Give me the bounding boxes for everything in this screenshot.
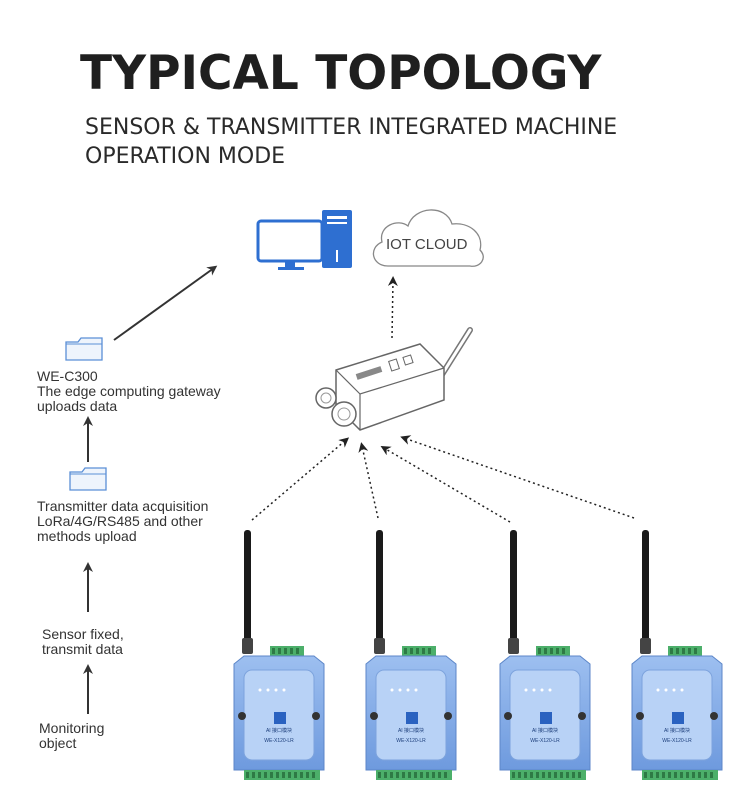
folder-icon-gateway <box>65 337 103 361</box>
transmitter-device-4: WE-X120-LR AI 接口模块 <box>631 529 723 781</box>
folder-icon-acquisition <box>69 467 107 491</box>
arrow-device-1-to-gateway <box>251 437 350 521</box>
arrow-gateway-to-cloud <box>387 276 398 339</box>
device-4-caption: AI 接口模块 <box>664 727 690 734</box>
device-2-model: WE-X120-LR <box>396 738 426 744</box>
device-4-model: WE-X120-LR <box>662 738 692 744</box>
step-object-line-2: object <box>39 735 77 751</box>
step-acquisition-line-1: Transmitter data acquisition <box>37 498 209 514</box>
device-3-caption: AI 接口模块 <box>532 727 558 734</box>
computer-icon <box>256 210 352 270</box>
page-title: TYPICAL TOPOLOGY <box>80 46 602 101</box>
page-subtitle-line-1: SENSOR & TRANSMITTER INTEGRATED MACHINE <box>85 115 618 140</box>
step-gateway-line-3: uploads data <box>37 398 118 414</box>
step-gateway-line-2: The edge computing gateway <box>37 383 221 399</box>
step-sensor-label: Sensor fixed, transmit data <box>42 627 124 657</box>
transmitter-device-3: WE-X120-LR AI 接口模块 <box>499 529 591 781</box>
transmitter-device-1: WE-X120-LR AI 接口模块 <box>233 529 325 781</box>
arrow-device-4-to-gateway <box>400 435 635 519</box>
page-subtitle-line-2: OPERATION MODE <box>85 144 286 169</box>
arrow-to-computer <box>113 265 218 341</box>
device-3-model: WE-X120-LR <box>530 738 560 744</box>
step-object-line-1: Monitoring <box>39 720 105 736</box>
step-acquisition-label: Transmitter data acquisition LoRa/4G/RS4… <box>37 499 208 544</box>
step-gateway-label: WE-C300 The edge computing gateway uploa… <box>37 369 221 414</box>
step-object-label: Monitoring object <box>39 721 104 751</box>
cloud-label: IOT CLOUD <box>386 236 468 253</box>
step-sensor-line-2: transmit data <box>42 641 123 657</box>
gateway-device-icon <box>315 327 473 431</box>
cloud-icon <box>372 209 484 267</box>
device-1-model: WE-X120-LR <box>264 738 294 744</box>
device-1-caption: AI 接口模块 <box>266 727 292 734</box>
device-2-caption: AI 接口模块 <box>398 727 424 734</box>
step-sensor-line-1: Sensor fixed, <box>42 626 124 642</box>
transmitter-device-2: WE-X120-LR AI 接口模块 <box>365 529 457 781</box>
arrow-device-3-to-gateway <box>380 445 511 523</box>
step-gateway-line-1: WE-C300 <box>37 368 98 384</box>
arrow-device-2-to-gateway <box>358 442 379 519</box>
step-acquisition-line-2: LoRa/4G/RS485 and other <box>37 513 203 529</box>
step-acquisition-line-3: methods upload <box>37 528 137 544</box>
